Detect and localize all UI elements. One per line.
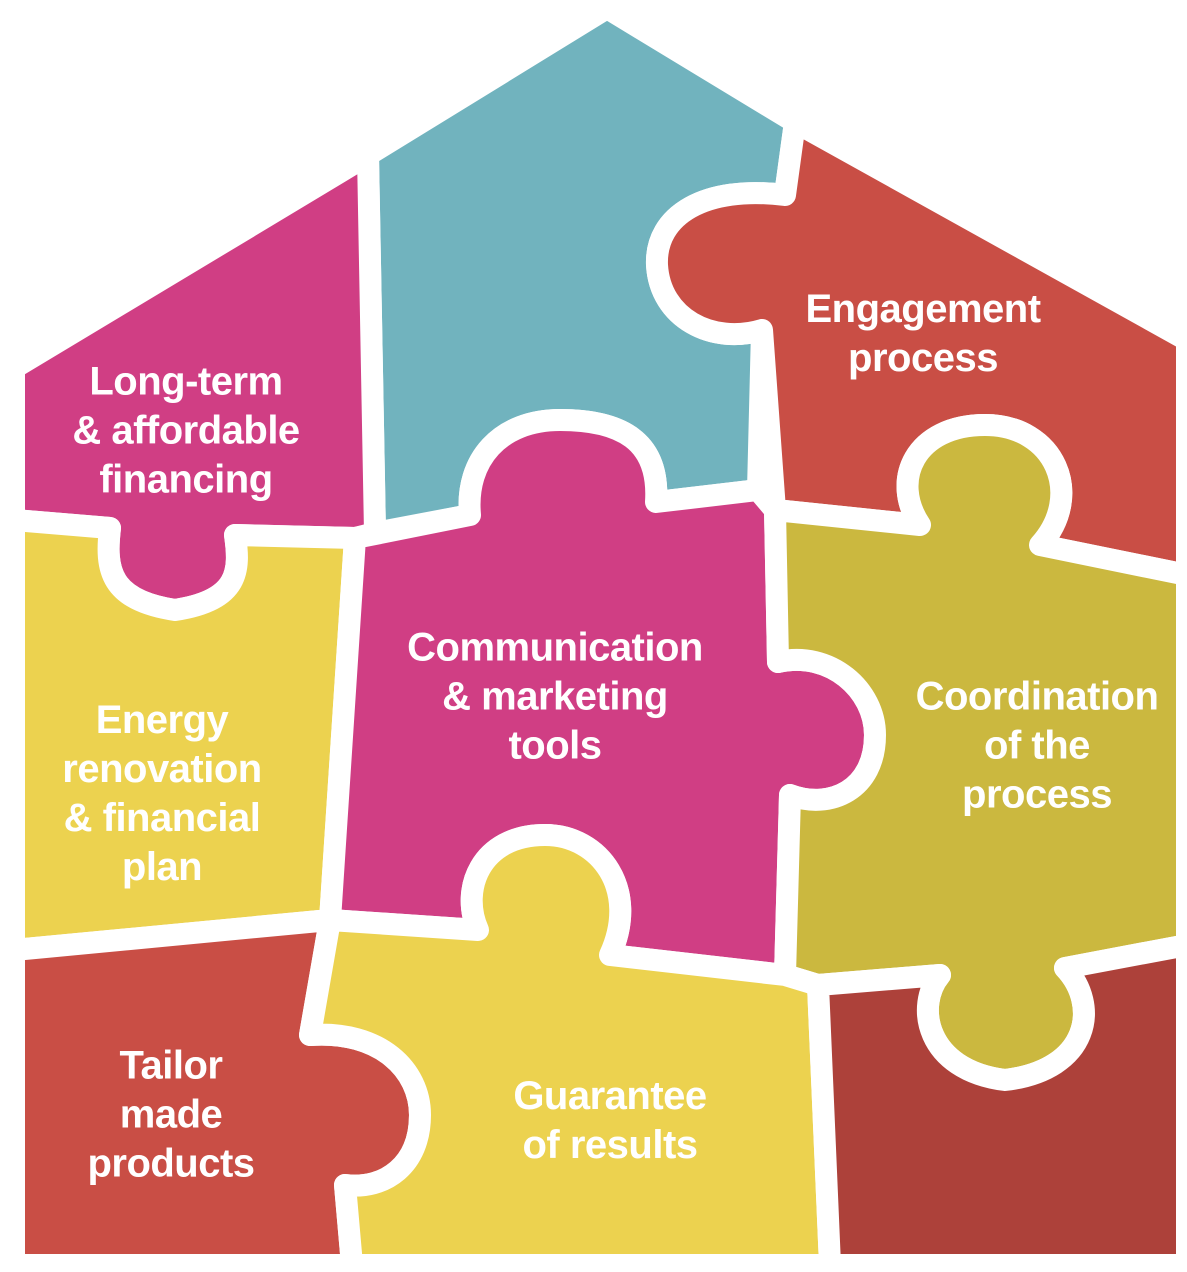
label-line: process — [962, 772, 1112, 817]
label-line: Coordination — [915, 674, 1159, 719]
puzzle-piece-corner — [807, 934, 1187, 1272]
label-line: process — [848, 336, 998, 380]
label-line: plan — [121, 845, 203, 889]
label-engagement: Engagement process — [805, 285, 1041, 383]
label-line: renovation — [62, 747, 262, 791]
label-line: Engagement — [805, 287, 1041, 331]
label-line: of results — [522, 1123, 698, 1167]
label-line: made — [119, 1092, 223, 1137]
label-line: Tailor — [119, 1043, 223, 1088]
label-line: & marketing — [442, 674, 668, 719]
label-line: Energy — [95, 698, 229, 742]
label-line: Communication — [407, 625, 703, 670]
puzzle-piece-energy — [3, 509, 366, 961]
label-line: Long-term — [89, 359, 283, 404]
label-line: of the — [984, 723, 1090, 768]
label-line: & financial — [63, 796, 261, 840]
label-line: financing — [99, 457, 273, 502]
label-energy: Energy renovation & financial plan — [62, 696, 262, 892]
label-line: & affordable — [72, 408, 300, 453]
label-line: Guarantee — [513, 1074, 707, 1118]
label-line: tools — [508, 723, 602, 768]
label-guarantee: Guarantee of results — [513, 1072, 707, 1170]
label-line: products — [87, 1141, 255, 1186]
